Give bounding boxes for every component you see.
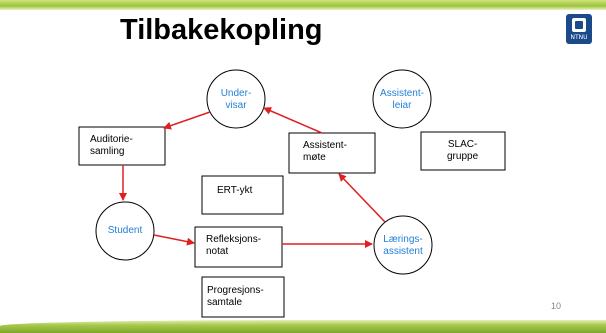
- student-label: Student: [107, 225, 143, 236]
- assistentmote-label: Assistent- møte: [303, 140, 347, 163]
- undervisar-circle: [206, 69, 266, 129]
- slide-number: 10: [551, 301, 562, 311]
- arrow-student-to-refleksjon: [153, 234, 195, 246]
- arrow-assistentmote-to-undervisar: [263, 107, 323, 134]
- laeringsassistent-circle: [373, 215, 433, 275]
- top-accent-bar: [0, 0, 606, 10]
- progresjon-label: Progresjons- samtale: [207, 285, 264, 308]
- progresjon-box: [201, 276, 285, 318]
- ert-box: [201, 175, 284, 215]
- slac-label: SLAC- gruppe: [447, 139, 479, 162]
- auditoriesamling-box: [78, 126, 166, 166]
- auditoriesamling-label: Auditorie- samling: [90, 134, 133, 157]
- arrow-laeringsassistent-to-assistentmote: [338, 173, 386, 223]
- ntnu-logo-text: NTNU: [570, 34, 588, 41]
- bottom-accent-bar: [0, 320, 606, 333]
- refleksjon-box: [194, 226, 283, 268]
- refleksjon-label: Refleksjons- notat: [206, 234, 262, 257]
- assistentleiar-circle: [372, 69, 432, 129]
- student-circle: [95, 201, 155, 261]
- undervisar-label: Under- visar: [220, 88, 252, 111]
- assistentmote-box: [288, 132, 376, 174]
- laeringsassistent-label: Lærings- assistent: [383, 234, 423, 257]
- slide-title: Tilbakekopling: [120, 14, 323, 46]
- arrow-undervisar-to-auditoriesamling: [163, 111, 211, 130]
- ntnu-logo: NTNU: [566, 14, 592, 44]
- ert-label: ERT-ykt: [217, 185, 253, 196]
- assistentleiar-label: Assistent- leiar: [380, 88, 424, 111]
- slac-box: [420, 131, 506, 171]
- ntnu-logo-icon: [572, 18, 586, 32]
